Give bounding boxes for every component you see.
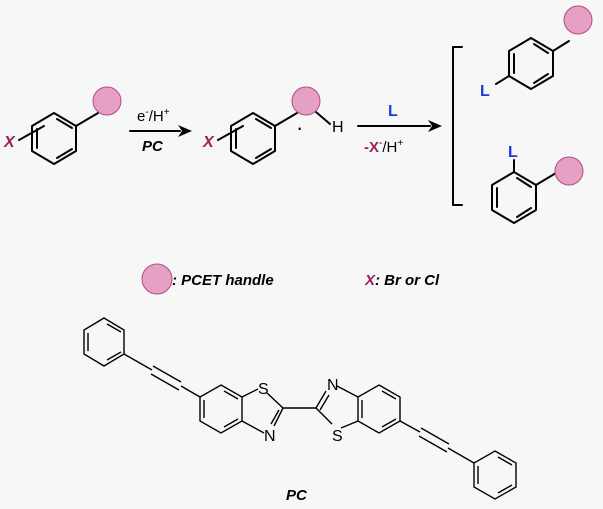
para-product — [495, 37, 570, 90]
pc-name-label: PC — [286, 487, 308, 504]
pcet-handle-ortho — [554, 156, 584, 186]
pcet-handle-radical — [291, 86, 321, 116]
pc-s-top: S — [258, 381, 269, 398]
pc-n-top: N — [327, 377, 339, 394]
pc-n-bottom: N — [264, 428, 276, 445]
ortho-product — [491, 159, 557, 224]
step1-reagents: e-/H+ — [137, 107, 170, 125]
step2-arrow-head — [428, 120, 442, 132]
legend-x: X: Br or Cl — [364, 272, 440, 289]
pcet-handle-start — [92, 86, 122, 116]
step2-byproducts: -X-/H+ — [364, 138, 403, 156]
step1-catalyst: PC — [142, 138, 164, 155]
para-l-label: L — [480, 83, 490, 100]
radical-arene — [217, 111, 331, 165]
starting-arene — [18, 112, 99, 165]
radical-x-label: X — [202, 134, 215, 151]
starting-x-label: X — [3, 134, 16, 151]
pcet-handle-para — [563, 5, 593, 35]
pc-s-bottom: S — [332, 428, 343, 445]
pcet-handle-legend-icon — [141, 263, 173, 295]
ortho-l-label: L — [508, 144, 518, 161]
product-bracket — [452, 46, 463, 206]
step2-reagent-l: L — [388, 103, 398, 120]
legend-handle-text: : PCET handle — [172, 272, 274, 289]
step1-arrow-head — [178, 125, 192, 137]
radical-dot: · — [296, 115, 303, 140]
h-label: H — [332, 119, 344, 136]
photocatalyst-structure — [83, 317, 517, 500]
